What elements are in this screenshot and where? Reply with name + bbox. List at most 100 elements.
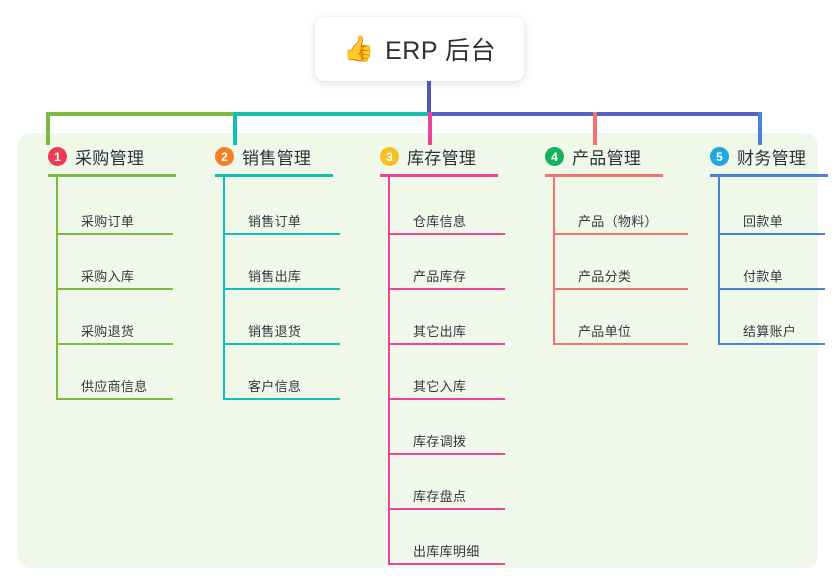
branch-column-3: 3 库存管理仓库信息产品库存其它出库其它入库库存调拨库存盘点出库库明细	[360, 143, 505, 565]
branch-child-underline	[388, 233, 505, 235]
branch-child-item[interactable]: 产品单位	[553, 295, 688, 345]
branch-number-badge-5: 5	[710, 147, 729, 166]
branch-child-underline	[388, 343, 505, 345]
branch-header-1[interactable]: 1 采购管理	[28, 143, 144, 170]
branch-child-label: 仓库信息	[413, 214, 467, 229]
branch-column-5: 5 财务管理回款单付款单结算账户	[690, 143, 828, 345]
branch-child-label: 销售退货	[248, 324, 302, 339]
branches-panel	[18, 133, 818, 568]
branch-title-5: 财务管理	[737, 149, 807, 168]
branch-number-badge-4: 4	[545, 147, 564, 166]
branch-child-label: 其它入库	[413, 379, 467, 394]
branch-child-underline	[718, 343, 825, 345]
connector-bar-segment-2	[233, 112, 432, 116]
branch-child-label: 采购订单	[81, 214, 135, 229]
branch-column-1: 1 采购管理采购订单采购入库采购退货供应商信息	[28, 143, 176, 400]
branch-child-item[interactable]: 库存盘点	[388, 460, 505, 510]
branch-child-underline	[718, 288, 825, 290]
branch-header-5[interactable]: 5 财务管理	[690, 143, 806, 170]
branch-child-underline	[553, 288, 688, 290]
branch-child-underline	[223, 233, 340, 235]
branch-child-label: 产品分类	[578, 269, 632, 284]
branch-child-label: 销售订单	[248, 214, 302, 229]
branch-child-label: 结算账户	[743, 324, 797, 339]
branch-child-item[interactable]: 仓库信息	[388, 185, 505, 235]
connector-bar-segment-1	[46, 112, 237, 116]
branch-child-item[interactable]: 付款单	[718, 240, 825, 290]
branch-child-underline	[56, 233, 173, 235]
branch-spine-3	[388, 177, 390, 565]
connector-drop-2	[233, 112, 237, 145]
branch-child-underline	[553, 233, 688, 235]
branch-header-2[interactable]: 2 销售管理	[195, 143, 311, 170]
branch-child-label: 供应商信息	[81, 379, 148, 394]
branch-child-item[interactable]: 其它入库	[388, 350, 505, 400]
branch-number-badge-3: 3	[380, 147, 399, 166]
branch-child-label: 产品单位	[578, 324, 632, 339]
connector-drop-5	[758, 112, 762, 145]
branch-child-item[interactable]: 其它出库	[388, 295, 505, 345]
branch-child-item[interactable]: 采购订单	[56, 185, 173, 235]
branch-child-item[interactable]: 采购入库	[56, 240, 173, 290]
branch-child-label: 产品库存	[413, 269, 467, 284]
branch-child-label: 销售出库	[248, 269, 302, 284]
branch-child-underline	[223, 343, 340, 345]
branch-header-4[interactable]: 4 产品管理	[525, 143, 641, 170]
branch-child-item[interactable]: 销售订单	[223, 185, 340, 235]
branch-child-item[interactable]: 采购退货	[56, 295, 173, 345]
branch-child-underline	[388, 398, 505, 400]
branch-child-label: 产品（物料）	[578, 214, 658, 229]
branch-spine-4	[553, 177, 555, 345]
root-title: ERP 后台	[385, 37, 497, 65]
branch-child-underline	[56, 343, 173, 345]
branch-child-underline	[388, 288, 505, 290]
branch-title-3: 库存管理	[407, 149, 477, 168]
branch-underline-1	[48, 174, 176, 177]
connector-drop-3	[428, 112, 432, 145]
branch-child-item[interactable]: 回款单	[718, 185, 825, 235]
branch-child-item[interactable]: 产品（物料）	[553, 185, 688, 235]
branch-child-label: 库存盘点	[413, 489, 467, 504]
connector-drop-4	[593, 112, 597, 145]
branch-title-4: 产品管理	[572, 149, 642, 168]
root-connector-stem	[427, 81, 431, 114]
branch-title-2: 销售管理	[242, 149, 312, 168]
branch-child-underline	[56, 398, 173, 400]
branch-child-label: 库存调拨	[413, 434, 467, 449]
branch-underline-2	[215, 174, 333, 177]
branch-child-label: 出库库明细	[413, 544, 480, 559]
branch-child-item[interactable]: 产品库存	[388, 240, 505, 290]
branch-child-item[interactable]: 销售退货	[223, 295, 340, 345]
branch-child-label: 采购退货	[81, 324, 135, 339]
branch-child-underline	[718, 233, 825, 235]
branch-spine-5	[718, 177, 720, 345]
branch-child-item[interactable]: 供应商信息	[56, 350, 173, 400]
branch-number-badge-1: 1	[48, 147, 67, 166]
root-node[interactable]: 👍 ERP 后台	[315, 17, 524, 81]
branch-child-underline	[388, 508, 505, 510]
branch-column-2: 2 销售管理销售订单销售出库销售退货客户信息	[195, 143, 340, 400]
branch-child-item[interactable]: 出库库明细	[388, 515, 505, 565]
branch-child-underline	[56, 288, 173, 290]
branch-child-underline	[223, 398, 340, 400]
branch-child-label: 付款单	[743, 269, 783, 284]
branch-title-1: 采购管理	[75, 149, 145, 168]
branch-child-label: 采购入库	[81, 269, 135, 284]
branch-child-label: 客户信息	[248, 379, 302, 394]
branch-child-underline	[553, 343, 688, 345]
branch-child-item[interactable]: 产品分类	[553, 240, 688, 290]
thumbs-up-icon: 👍	[342, 34, 375, 63]
branch-child-underline	[223, 288, 340, 290]
branch-header-3[interactable]: 3 库存管理	[360, 143, 476, 170]
branch-child-item[interactable]: 销售出库	[223, 240, 340, 290]
branch-column-4: 4 产品管理产品（物料） 产品分类产品单位	[525, 143, 688, 345]
branch-underline-5	[710, 174, 828, 177]
branch-number-badge-2: 2	[215, 147, 234, 166]
connector-drop-1	[46, 112, 50, 145]
branch-child-item[interactable]: 结算账户	[718, 295, 825, 345]
branch-child-item[interactable]: 库存调拨	[388, 405, 505, 455]
branch-underline-3	[380, 174, 498, 177]
branch-child-label: 回款单	[743, 214, 783, 229]
branch-child-label: 其它出库	[413, 324, 467, 339]
branch-child-item[interactable]: 客户信息	[223, 350, 340, 400]
